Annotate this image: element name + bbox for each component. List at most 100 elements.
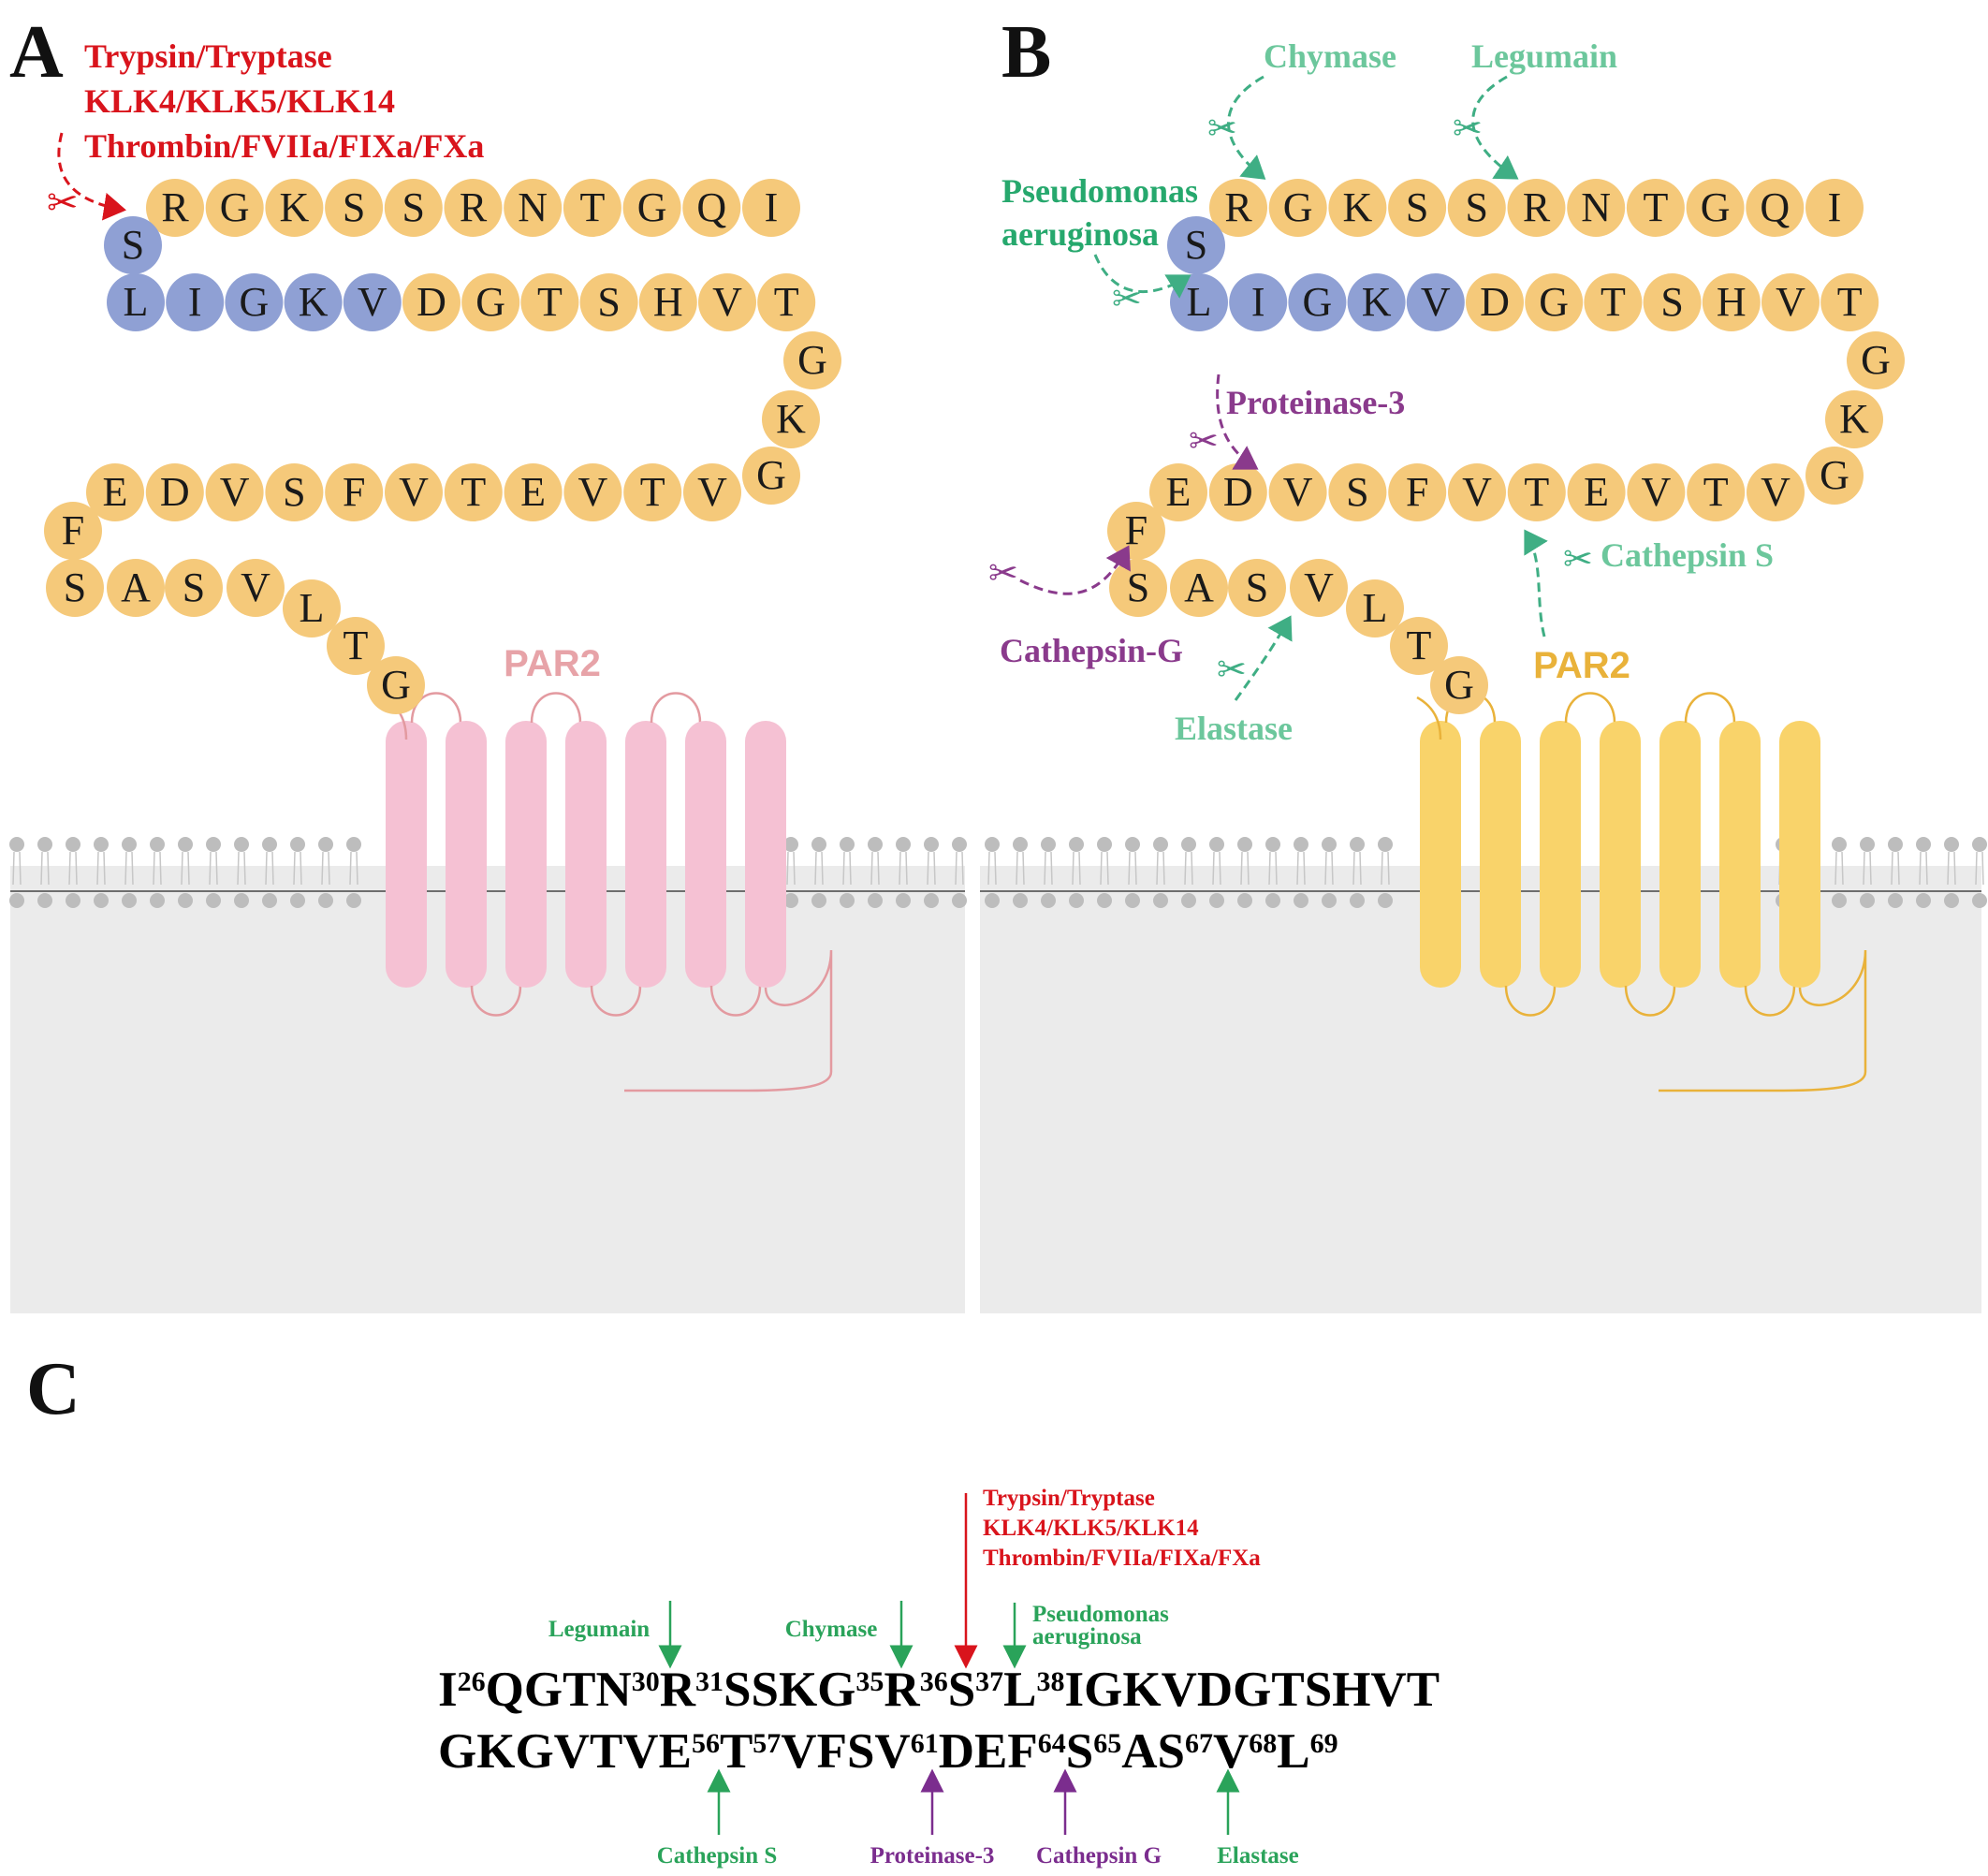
svg-text:V: V [1283,469,1313,515]
svg-text:A: A [1184,564,1214,610]
svg-text:K: K [1343,184,1373,230]
svg-text:I: I [1251,279,1265,325]
c-label-proteinase3: Proteinase-3 [870,1843,995,1869]
tm-helix [1779,721,1820,988]
chain-a-residue: R [444,179,503,237]
svg-text:T: T [1837,279,1863,325]
scissors-icon: ✂ [1453,110,1483,149]
chain-a-residue: D [402,273,460,331]
scissors-icon: ✂ [988,554,1018,594]
chain-a-residue: T [327,617,385,675]
svg-text:T: T [579,184,605,230]
chain-a-residue: T [563,179,621,237]
svg-text:G: G [220,184,250,230]
chain-b-residue: S [1167,216,1225,274]
svg-text:D: D [160,469,190,515]
chain-a-residue: R [146,179,204,237]
c-label-cathepsin-g: Cathepsin G [1036,1843,1162,1869]
label-proteinase3: Proteinase-3 [1226,384,1405,421]
chain-a-residue: K [265,179,324,237]
svg-text:S: S [1185,222,1207,268]
svg-text:V: V [1776,279,1805,325]
chain-b-residue: I [1229,273,1288,331]
chain-b-residue: G [1288,273,1347,331]
svg-text:D: D [1480,279,1510,325]
scissors-icon: ✂ [1563,540,1593,579]
tm-helix [685,721,726,988]
tm-helix [386,721,427,988]
chain-a-residue: L [107,273,165,331]
chain-a-residue: S [325,179,384,237]
chain-a-residue: G [225,273,284,331]
svg-text:S: S [1346,469,1368,515]
panel-letter-b: B [1001,11,1051,94]
chain-b-residue: G [1805,447,1864,505]
svg-text:T: T [640,469,665,515]
label-chymase: Chymase [1264,37,1396,75]
chain-a-residue: S [265,463,324,521]
tm-helix [1719,721,1761,988]
svg-text:R: R [161,184,189,230]
svg-text:K: K [1839,396,1869,442]
chain-b-residue: R [1507,179,1566,237]
c-label-klk: KLK4/KLK5/KLK14 [983,1516,1199,1541]
svg-text:L: L [300,585,325,631]
sequence-line-2: GKGVTVE56T57VFSV61DEF64S65AS67V68L69 [438,1724,1338,1779]
svg-text:G: G [1539,279,1569,325]
svg-text:V: V [358,279,387,325]
svg-text:T: T [344,623,369,668]
c-label-chymase: Chymase [785,1617,878,1642]
tm-helix [1659,721,1701,988]
chain-b-residue: G [1268,179,1327,237]
svg-text:V: V [712,279,742,325]
svg-text:S: S [1660,279,1683,325]
chain-b-residue: G [1847,331,1905,389]
c-label-legumain: Legumain [548,1617,650,1642]
par2-receptor-b [1416,692,1867,1092]
chain-b-residue: T [1820,273,1879,331]
svg-text:S: S [283,469,305,515]
chain-b-residue: S [1447,179,1506,237]
chain-a-residue: S [579,273,638,331]
svg-text:K: K [280,184,310,230]
chain-b-residue: D [1466,273,1524,331]
chain-b-residue: V [1268,463,1327,521]
svg-text:V: V [1462,469,1492,515]
chain-a-residue: V [385,463,443,521]
svg-text:T: T [774,279,799,325]
svg-text:L: L [1187,279,1212,325]
svg-text:S: S [1246,564,1268,610]
label-legumain: Legumain [1471,37,1617,75]
chain-b-residue: L [1170,273,1228,331]
svg-text:V: V [578,469,608,515]
tm-helix [446,721,487,988]
chain-b-residue: K [1328,179,1387,237]
chain-b-residue: T [1507,463,1566,521]
chain-a-residue: V [698,273,756,331]
svg-text:D: D [1223,469,1253,515]
chain-a-residue: S [104,216,162,274]
chain-a-residue: I [742,179,800,237]
svg-text:E: E [1584,469,1609,515]
svg-text:L: L [1363,585,1388,631]
chain-a-residue: V [563,463,622,521]
svg-text:S: S [64,564,86,610]
chain-a-residue: I [166,273,225,331]
chain-a-residue: T [623,463,682,521]
svg-text:V: V [399,469,429,515]
protease-label-trypsin: Trypsin/Tryptase [84,37,332,75]
scissors-icon: ✂ [1112,280,1142,319]
c-label-pseudomonas-1: Pseudomonas [1032,1602,1169,1627]
svg-text:F: F [62,507,84,553]
svg-text:L: L [124,279,149,325]
svg-text:K: K [299,279,329,325]
arrow-legumain [1471,75,1519,180]
tm-helix [1420,721,1461,988]
svg-text:G: G [797,337,827,383]
svg-text:G: G [1283,184,1313,230]
chain-b-residue: S [1388,179,1447,237]
label-elastase: Elastase [1175,710,1293,747]
svg-text:E: E [103,469,128,515]
chain-b-residue: S [1228,559,1286,617]
